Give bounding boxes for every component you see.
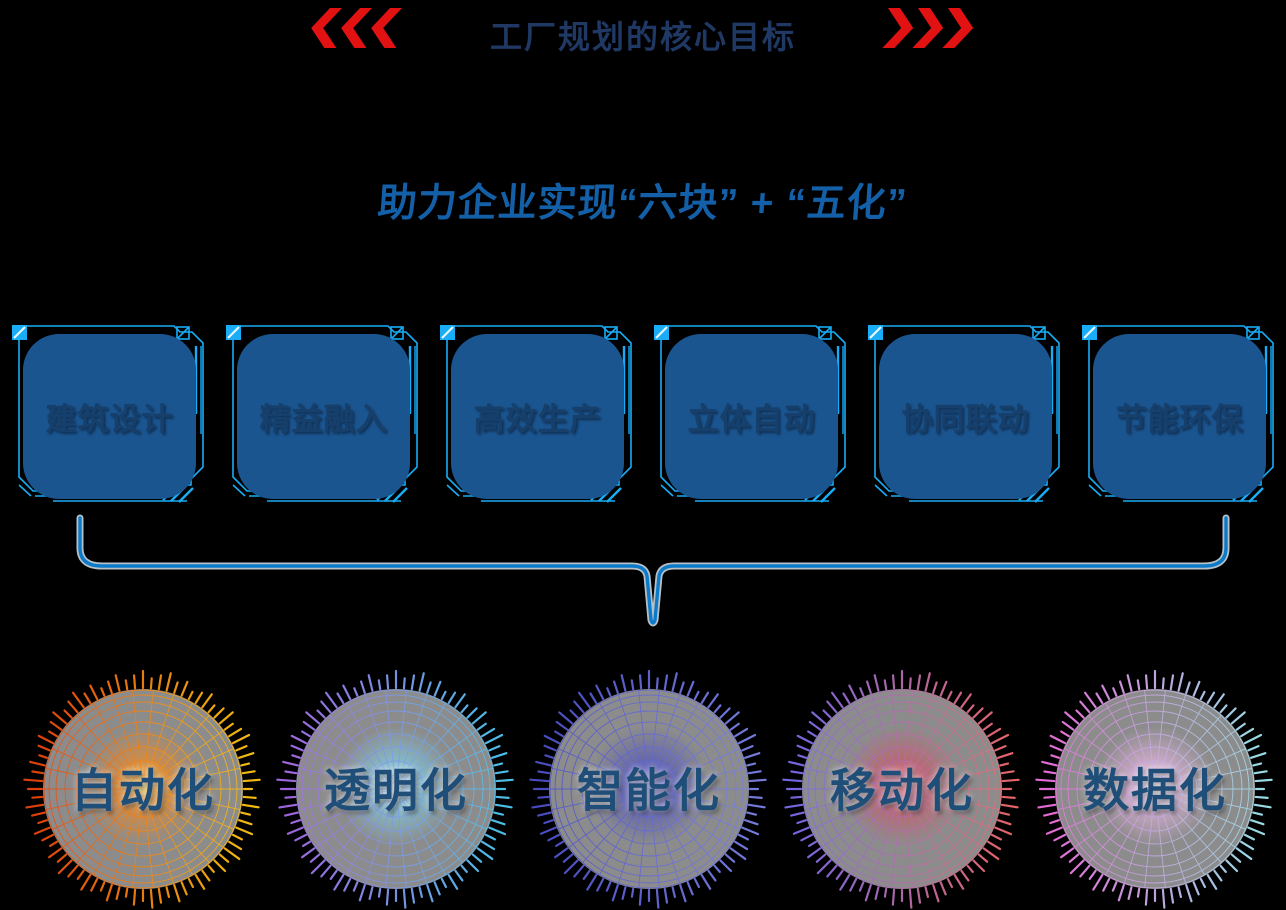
box-label: 立体自动 [687, 402, 816, 437]
triple-chevron-right-icon [882, 8, 974, 48]
objective-boxes-row: 建筑设计 精益融入 高效生产 立体自动 协同联动 [9, 322, 1277, 512]
box-label: 节能环保 [1115, 402, 1244, 437]
subtitle-text: 助力企业实现“六块” + “五化” [376, 182, 909, 225]
objective-box-building-design: 建筑设计 [9, 322, 207, 512]
box-fill: 高效生产 [451, 334, 624, 499]
sphere-transparency: 透明化 [271, 664, 521, 910]
wireframe-sphere-icon [782, 669, 1020, 909]
sphere-label: 透明化 [324, 764, 468, 817]
box-label: 建筑设计 [45, 402, 174, 437]
box-fill: 节能环保 [1093, 334, 1266, 499]
subtitle-row: 助力企业实现“六块” + “五化” [0, 172, 1286, 228]
triple-chevron-left-icon [311, 8, 402, 48]
box-fill: 建筑设计 [23, 334, 196, 499]
wireframe-sphere-icon [529, 669, 767, 909]
sphere-label: 自动化 [71, 764, 215, 817]
page-title: 工厂规划的核心目标 [489, 19, 797, 55]
sphere-datafication: 数据化 [1030, 664, 1280, 910]
brace-connector [76, 514, 1230, 627]
objective-box-energy-saving: 节能环保 [1079, 322, 1277, 512]
sphere-label: 数据化 [1083, 764, 1227, 817]
sphere-mobility: 移动化 [777, 664, 1027, 910]
wireframe-sphere-icon [276, 669, 514, 909]
sphere-label: 智能化 [577, 764, 721, 817]
box-label: 精益融入 [259, 402, 388, 437]
objective-box-efficient-production: 高效生产 [437, 322, 635, 512]
sphere-automation: 自动化 [18, 664, 268, 910]
wireframe-sphere-icon [1035, 669, 1273, 909]
box-label: 协同联动 [901, 402, 1030, 437]
objective-box-coordinated-linkage: 协同联动 [865, 322, 1063, 512]
sphere-intelligence: 智能化 [524, 664, 774, 910]
box-fill: 立体自动 [665, 334, 838, 499]
objective-box-lean-integration: 精益融入 [223, 322, 421, 512]
objective-box-3d-automation: 立体自动 [651, 322, 849, 512]
box-fill: 协同联动 [879, 334, 1052, 499]
box-label: 高效生产 [473, 402, 602, 437]
box-fill: 精益融入 [237, 334, 410, 499]
wireframe-sphere-icon [23, 669, 261, 909]
sphere-label: 移动化 [830, 764, 974, 817]
